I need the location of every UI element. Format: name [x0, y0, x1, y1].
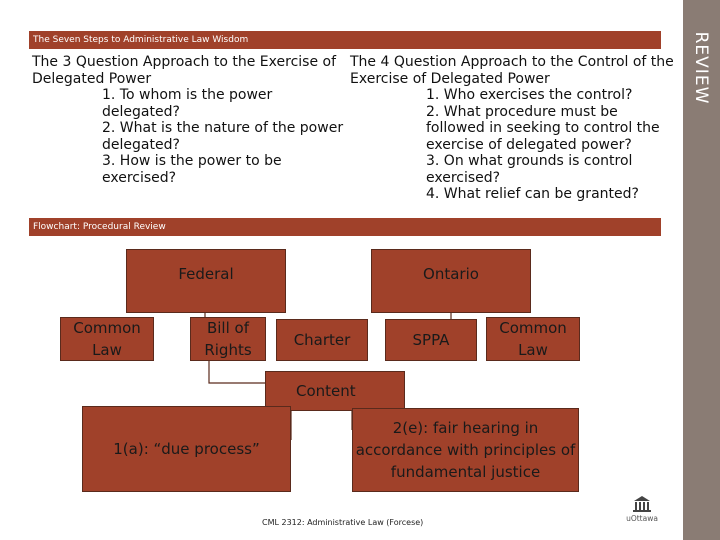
fair-hearing-line-2: accordance with principles of — [355, 441, 576, 459]
fair-hearing-line-3: fundamental justice — [390, 463, 541, 481]
logo-text: uOttawa — [626, 514, 658, 523]
fair-hearing-line-1: 2(e): fair hearing in — [392, 419, 539, 437]
fair-hearing-box: 2(e): fair hearing in accordance with pr… — [352, 408, 579, 492]
connector-bill-to-content — [208, 361, 265, 384]
left-item-2a: 2. What is the nature of the power — [102, 120, 344, 136]
footer-text: CML 2312: Administrative Law (Forcese) — [262, 518, 424, 527]
due-process-box: 1(a): “due process” — [82, 406, 291, 492]
sppa-box: SPPA — [385, 319, 477, 361]
bill-of-rights-line-2: Rights — [204, 341, 252, 359]
left-item-3b: exercised? — [102, 169, 177, 186]
university-logo: uOttawa — [625, 495, 659, 529]
left-column: The 3 Question Approach to the Exercise … — [32, 54, 352, 186]
building-icon — [633, 496, 651, 512]
top-header-bar: The Seven Steps to Administrative Law Wi… — [29, 31, 661, 49]
common-law-ontario-line-2: Law — [518, 341, 548, 359]
common-law-ontario-line-1: Common — [499, 319, 567, 337]
content-box: Content — [265, 371, 405, 411]
left-intro-2: Delegated Power — [32, 70, 152, 87]
common-law-federal-line-2: Law — [92, 341, 122, 359]
left-item-3a: 3. How is the power to be — [102, 153, 282, 169]
right-intro-2: Exercise of Delegated Power — [350, 70, 550, 87]
right-item-4: 4. What relief can be granted? — [426, 186, 639, 202]
right-item-2a: 2. What procedure must be — [426, 103, 618, 120]
common-law-federal-box: Common Law — [60, 317, 154, 361]
left-item-2b: delegated? — [102, 136, 180, 153]
left-item-1a: 1. To whom is the power — [102, 87, 273, 103]
left-intro-1: The 3 Question Approach to the Exercise … — [32, 54, 337, 70]
right-intro-1: The 4 Question Approach to the Control o… — [350, 54, 674, 70]
bill-of-rights-box: Bill of Rights — [190, 317, 266, 361]
common-law-federal-line-1: Common — [73, 319, 141, 337]
right-item-3a: 3. On what grounds is control — [426, 153, 633, 169]
right-item-2c: exercise of delegated power? — [426, 136, 632, 153]
right-item-2b: followed in seeking to control the — [426, 120, 660, 136]
charter-box: Charter — [276, 319, 368, 361]
right-column: The 4 Question Approach to the Control o… — [350, 54, 680, 203]
federal-box: Federal — [126, 249, 286, 313]
bill-of-rights-line-1: Bill of — [206, 319, 249, 337]
common-law-ontario-box: Common Law — [486, 317, 580, 361]
right-item-3b: exercised? — [426, 169, 501, 186]
left-item-1b: delegated? — [102, 103, 180, 120]
ontario-box: Ontario — [371, 249, 531, 313]
right-item-1: 1. Who exercises the control? — [426, 87, 633, 103]
flowchart-header-bar: Flowchart: Procedural Review — [29, 218, 661, 236]
side-strip — [683, 0, 720, 540]
